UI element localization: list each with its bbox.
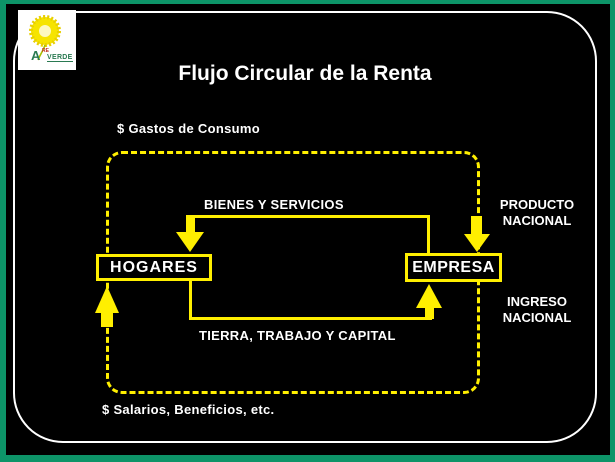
node-households: HOGARES	[96, 254, 212, 281]
factors-arrow-stem	[425, 306, 434, 319]
factors-flow-line-vertical	[189, 281, 192, 320]
income-arrow-stem	[101, 311, 113, 327]
goods-flow-line-vertical	[427, 215, 430, 253]
label-national-income: INGRESO NACIONAL	[502, 294, 572, 325]
label-land-labor-capital: TIERRA, TRABAJO Y CAPITAL	[199, 328, 396, 343]
factors-flow-line-horizontal	[189, 317, 432, 320]
slide-border	[13, 11, 597, 443]
sun-icon	[29, 15, 61, 61]
factors-arrow-up-icon	[416, 284, 442, 308]
label-wages-benefits: $ Salarios, Beneficios, etc.	[102, 402, 275, 417]
logo-superscript: RE	[42, 48, 49, 54]
spending-arrow-stem	[471, 216, 482, 235]
logo-letter-a: A	[31, 48, 41, 63]
goods-flow-line-horizontal	[189, 215, 430, 218]
goods-arrow-down-icon	[176, 232, 204, 252]
label-consumer-spending: $ Gastos de Consumo	[117, 121, 260, 136]
slide-title: Flujo Circular de la Renta	[178, 62, 432, 85]
node-firms: EMPRESA	[405, 253, 502, 282]
income-arrow-up-icon	[95, 286, 119, 313]
brand-logo: A RE VERDE	[18, 10, 76, 70]
goods-arrow-stem	[186, 215, 195, 233]
label-national-product: PRODUCTO NACIONAL	[499, 197, 575, 228]
label-goods-services: BIENES Y SERVICIOS	[204, 197, 344, 212]
logo-wordmark: VERDE	[47, 54, 73, 62]
spending-arrow-down-icon	[464, 234, 490, 252]
